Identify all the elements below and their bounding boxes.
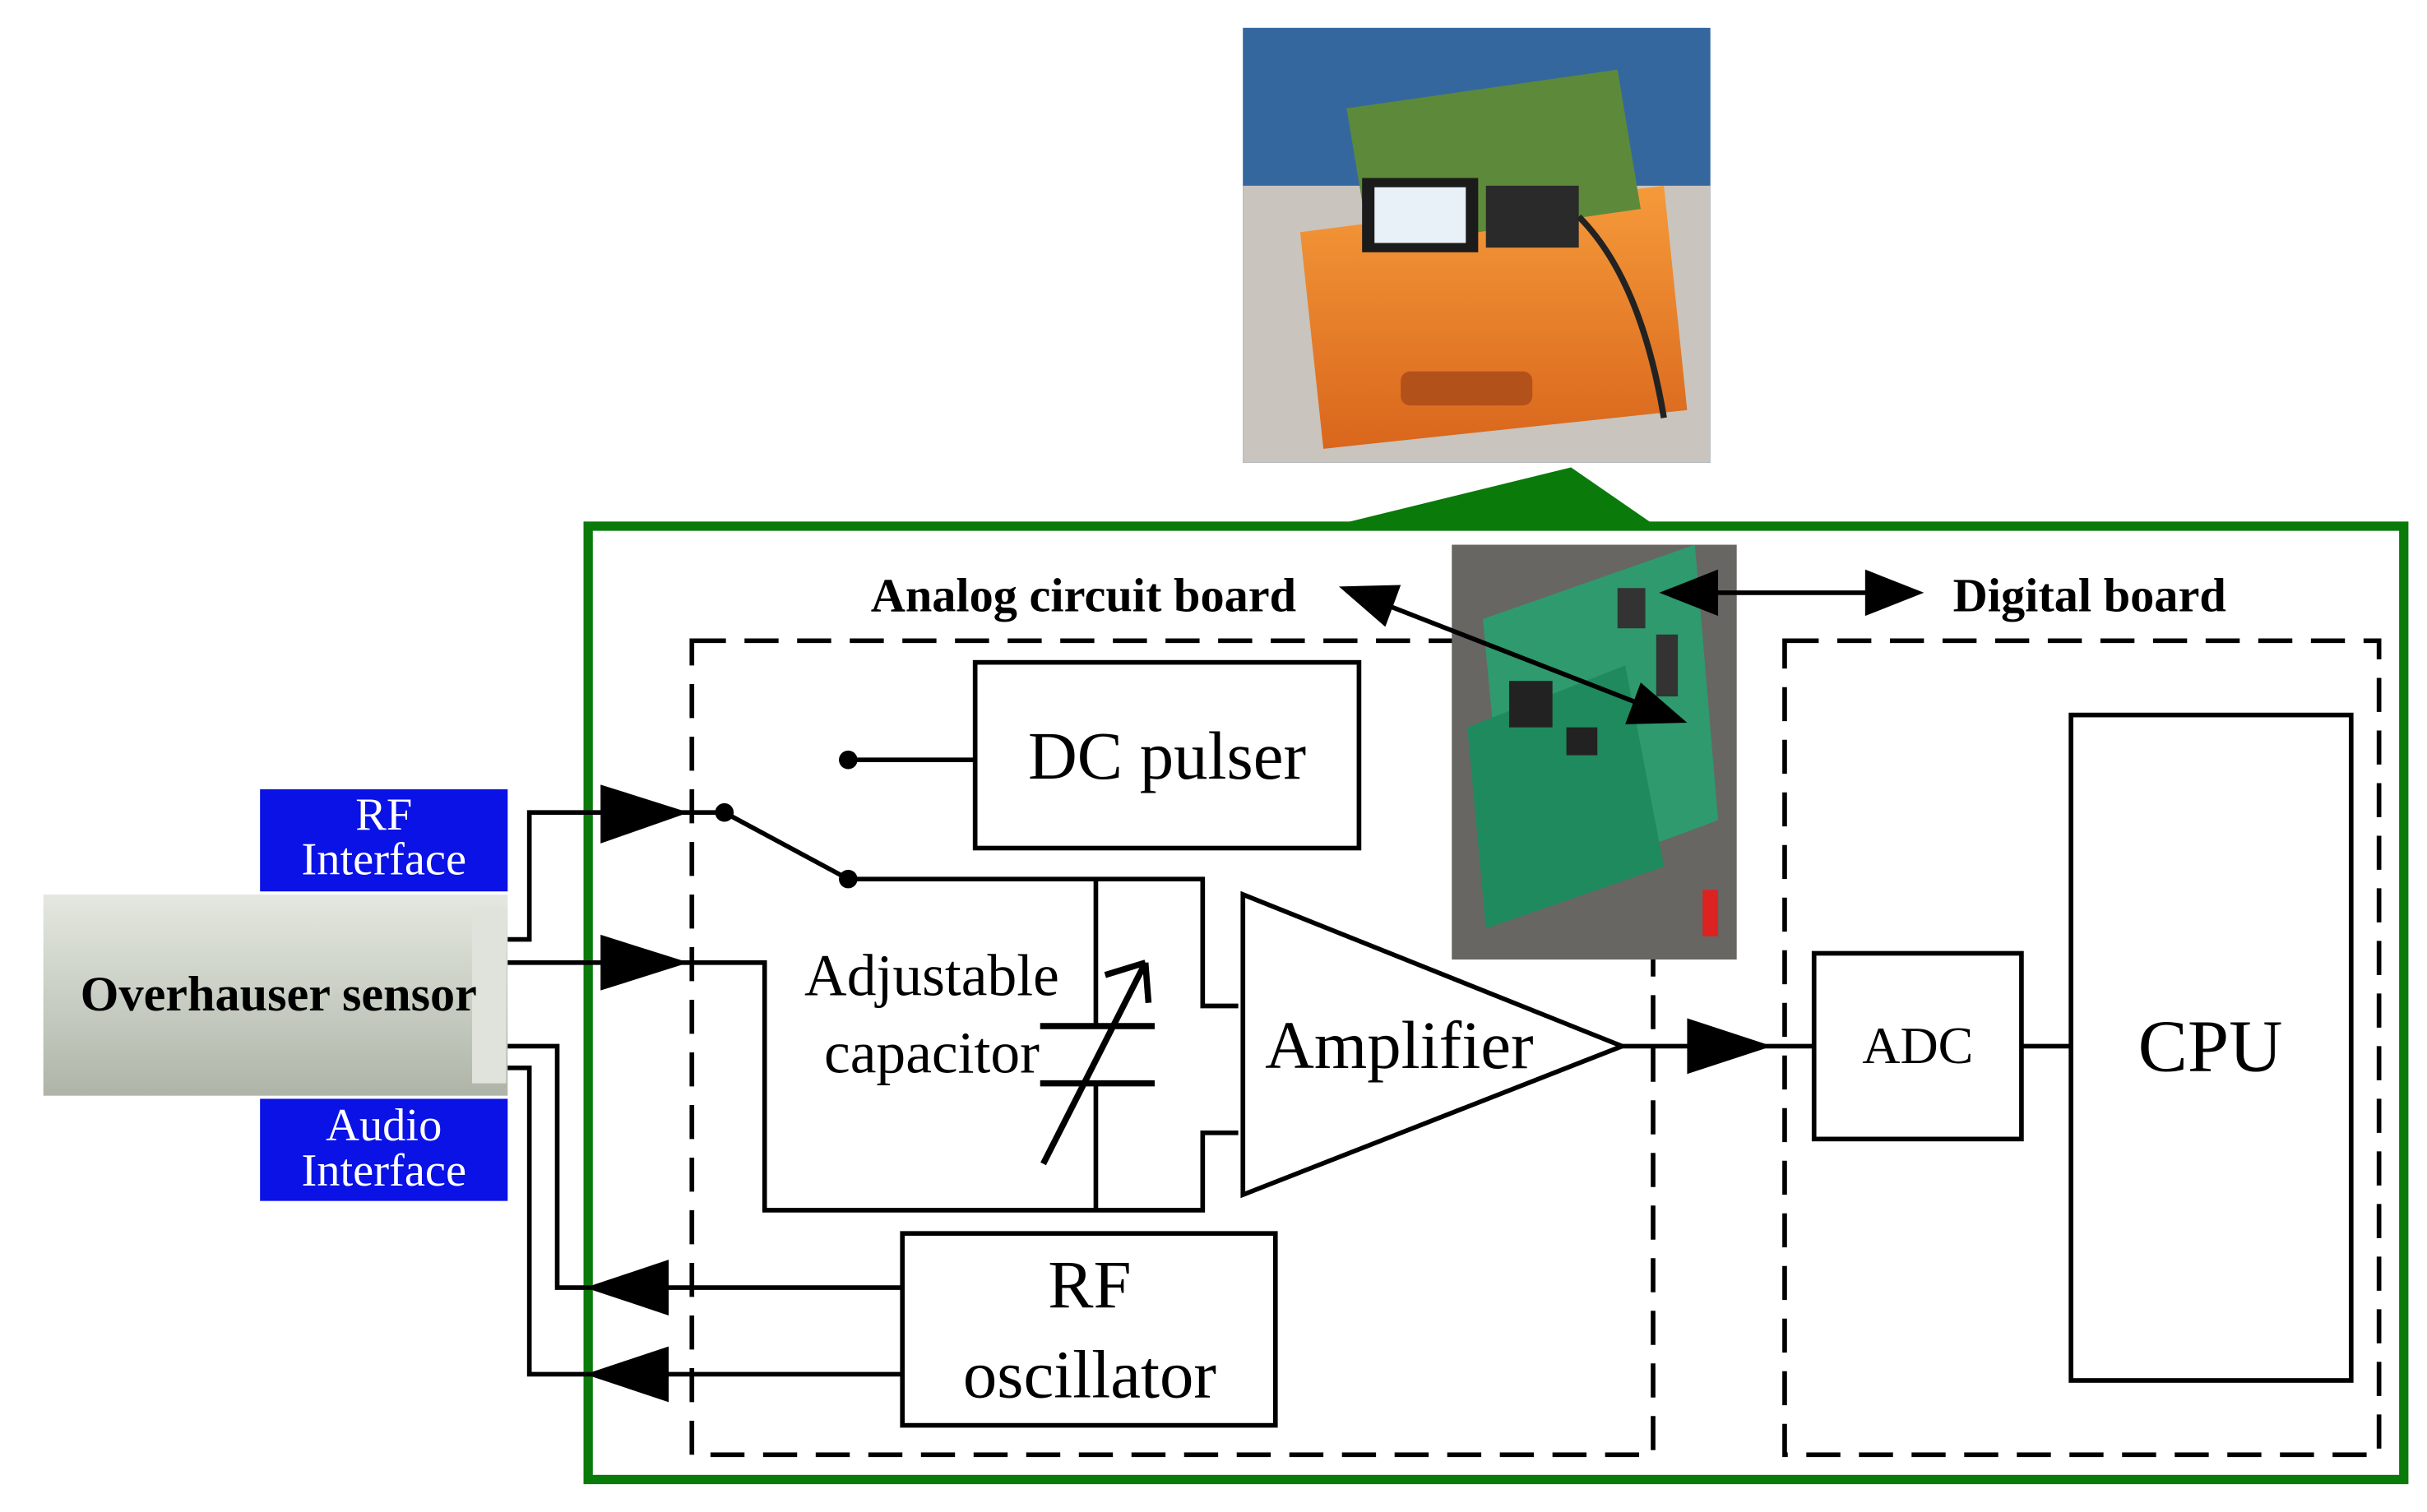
rf-interface-line1: RF bbox=[355, 789, 412, 840]
switch-node-common bbox=[839, 869, 858, 889]
adc-label: ADC bbox=[1862, 1016, 1973, 1075]
switch-node-dc bbox=[839, 750, 858, 770]
enclosure-connector bbox=[1331, 467, 1656, 526]
rf-interface-tag: RF Interface bbox=[260, 789, 508, 892]
rf-oscillator-line1: RF bbox=[1048, 1247, 1131, 1323]
adjustable-capacitor-symbol bbox=[1040, 959, 1155, 1166]
cpu-label: CPU bbox=[2138, 1005, 2283, 1088]
adjustable-capacitor-line2: capacitor bbox=[824, 1020, 1040, 1085]
audio-interface-line2: Interface bbox=[301, 1145, 466, 1196]
amplifier-block bbox=[1240, 890, 1629, 1199]
audio-interface-tag: Audio Interface bbox=[260, 1098, 508, 1201]
cpu-block bbox=[2068, 712, 2354, 1383]
switch-node-input bbox=[715, 802, 734, 822]
instrument-enclosure bbox=[583, 521, 2409, 1485]
amplifier-label: Amplifier bbox=[1265, 1007, 1533, 1083]
dc-pulser-label: DC pulser bbox=[1028, 718, 1306, 793]
adjustable-capacitor-line1: Adjustable bbox=[804, 943, 1059, 1008]
audio-interface-line1: Audio bbox=[326, 1100, 442, 1151]
instrument-photo bbox=[1243, 27, 1711, 463]
rf-oscillator-line2: oscillator bbox=[963, 1337, 1216, 1413]
rf-oscillator-block bbox=[900, 1231, 1278, 1428]
digital-board-label: Digital board bbox=[1953, 569, 2226, 622]
analog-board-label: Analog circuit board bbox=[871, 569, 1296, 622]
sensor-label: Overhauser sensor bbox=[81, 967, 477, 1022]
signal-wires bbox=[507, 757, 2072, 1377]
digital-board-region bbox=[1782, 638, 2382, 1458]
analog-board-arrow bbox=[1338, 585, 1688, 724]
dc-pulser-block bbox=[972, 659, 1362, 851]
pcb-photo bbox=[1452, 544, 1737, 960]
flow-arrowheads bbox=[585, 784, 1772, 1403]
rf-interface-line2: Interface bbox=[301, 834, 466, 885]
overhauser-sensor bbox=[43, 894, 508, 1096]
digital-board-arrow bbox=[1659, 569, 1924, 617]
adc-block bbox=[1811, 950, 2024, 1142]
